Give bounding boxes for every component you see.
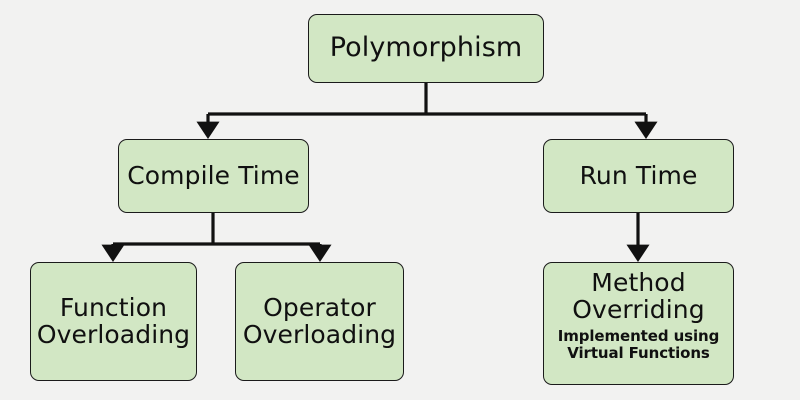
node-polymorphism-label: Polymorphism <box>329 32 523 64</box>
node-run-time-label: Run Time <box>579 160 698 190</box>
node-method-overriding[interactable]: Method Overriding Implemented using Virt… <box>543 262 734 385</box>
node-operator-overloading[interactable]: Operator Overloading <box>235 262 404 381</box>
node-function-overloading[interactable]: Function Overloading <box>30 262 197 381</box>
node-function-overloading-label: Function Overloading <box>36 293 191 349</box>
node-run-time[interactable]: Run Time <box>543 139 734 213</box>
node-method-overriding-sublabel: Implemented using Virtual Functions <box>557 327 720 362</box>
node-compile-time-label: Compile Time <box>127 160 300 190</box>
node-operator-overloading-label: Operator Overloading <box>242 293 397 349</box>
node-compile-time[interactable]: Compile Time <box>118 139 309 213</box>
node-method-overriding-label: Method Overriding <box>572 268 705 324</box>
node-polymorphism[interactable]: Polymorphism <box>308 14 544 83</box>
